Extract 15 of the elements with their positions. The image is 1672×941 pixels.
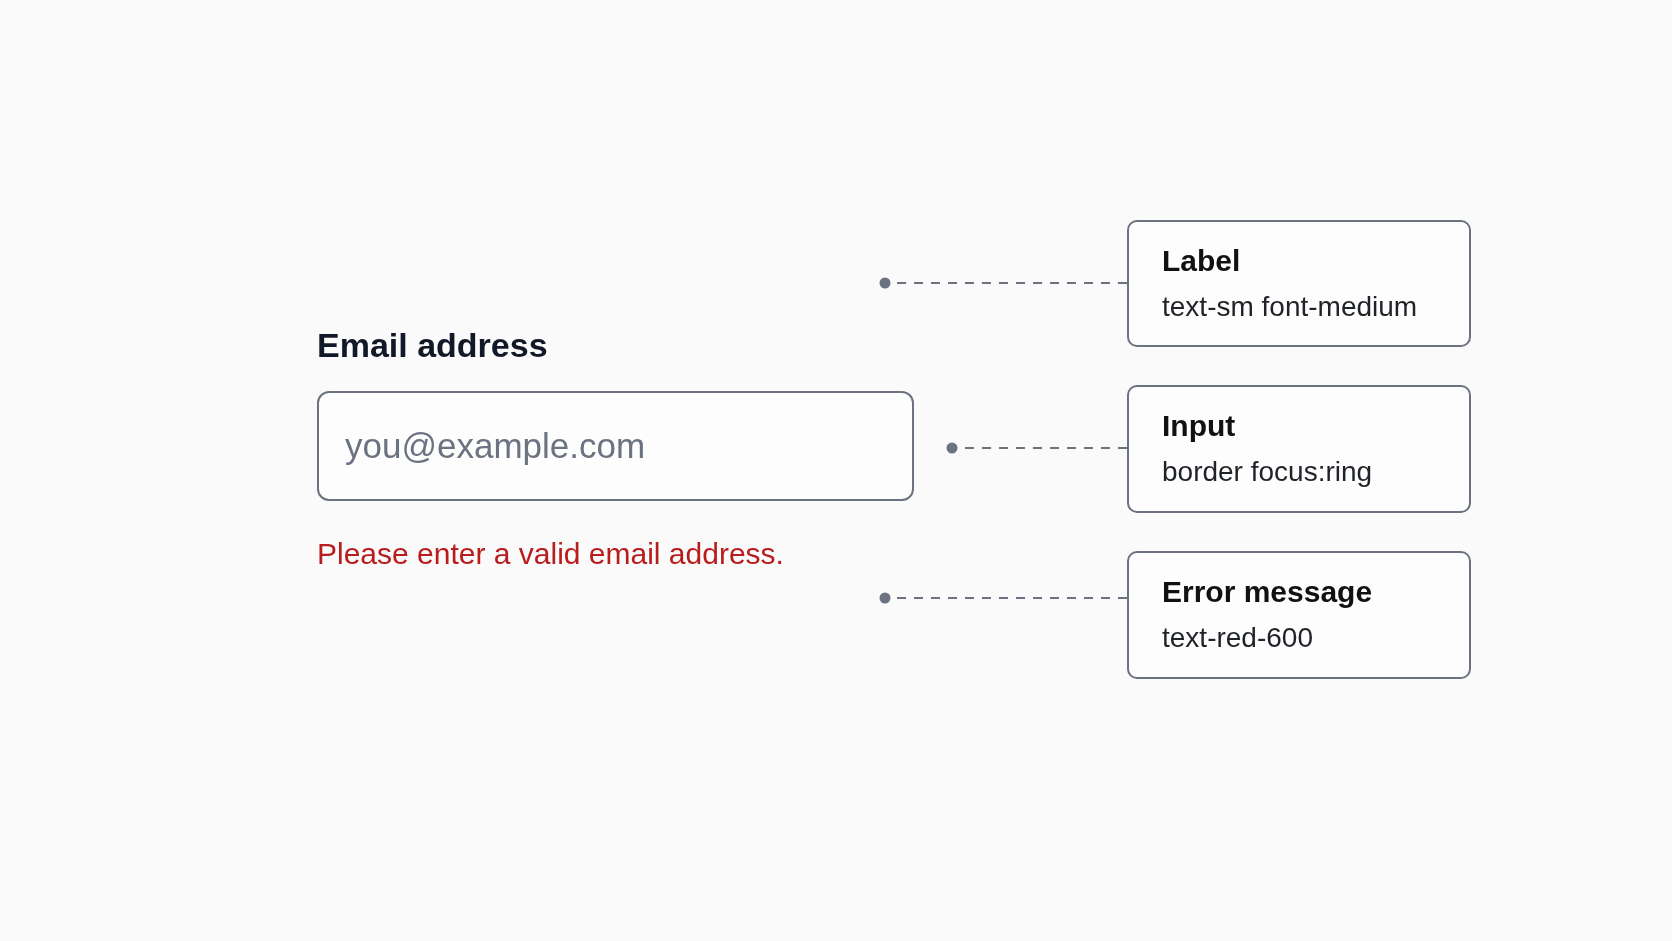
leader-line [879,592,1128,604]
annotation-title: Error message [1162,575,1373,609]
leader-line [879,277,1128,289]
annotation-card [1127,220,1471,347]
input-field: you@example.com [317,391,914,501]
annotation-card [1127,551,1471,679]
error-message: Please enter a valid email address. [317,536,784,572]
field-label: Email address [317,325,548,366]
annotation-text: text-red-600 [1162,621,1313,655]
leader-line [946,442,1128,454]
annotation-card [1127,385,1471,513]
annotation-text: border focus:ring [1162,455,1373,489]
annotation-title: Input [1162,409,1236,443]
annotation-title: Label [1162,243,1241,278]
annotation-text: text-sm font-medium [1162,289,1418,324]
